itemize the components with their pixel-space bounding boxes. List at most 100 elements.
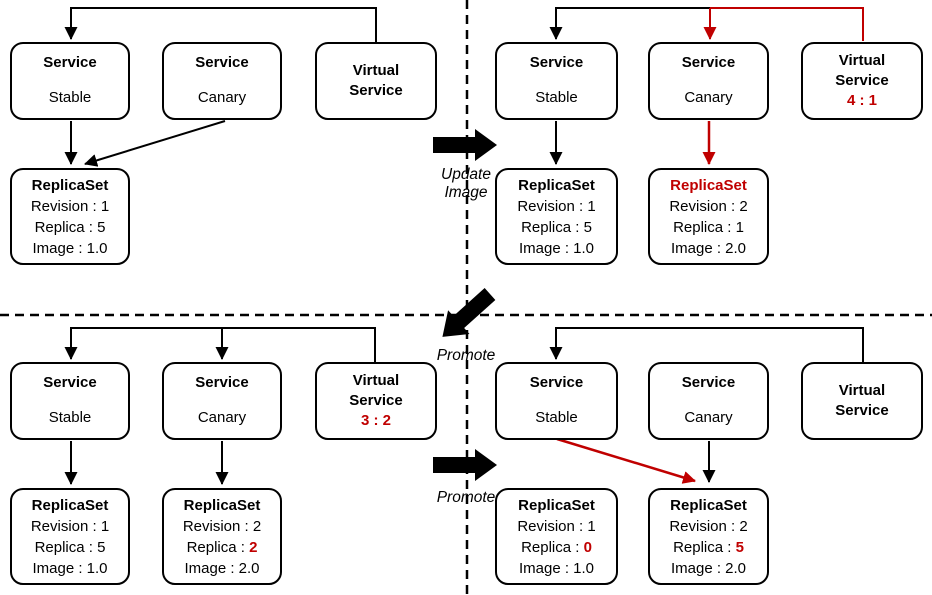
row-label: Image : bbox=[518, 239, 574, 257]
p4-replicaset-2-title: ReplicaSet bbox=[670, 496, 747, 514]
p4-service-canary-title: Service bbox=[681, 374, 736, 391]
p3-virtual-service-ratio: 3 : 2 bbox=[360, 412, 391, 429]
p4-service-stable-box: Service Stable bbox=[495, 362, 618, 440]
row-label: Image : bbox=[184, 559, 239, 577]
p2-replicaset-1-image: Image : 1.0 bbox=[519, 238, 594, 259]
p2-virtual-service-title: Virtual Service bbox=[835, 52, 889, 89]
promote-label-2: Promote bbox=[436, 489, 496, 506]
p3-service-canary-subtitle: Canary bbox=[197, 409, 247, 426]
p3-replicaset-2-title: ReplicaSet bbox=[183, 496, 261, 514]
update-image-arrow-icon bbox=[433, 129, 497, 161]
p3-virtual-service-box: Virtual Service 3 : 2 bbox=[315, 362, 437, 440]
p3-replicaset-1-revision: Revision : 1 bbox=[31, 516, 109, 537]
p1-replicaset-1-box: ReplicaSet Revision : 1 Replica : 5 Imag… bbox=[10, 168, 130, 265]
row-value: 2.0 bbox=[725, 559, 747, 577]
p4-replicaset-1-image: Image : 1.0 bbox=[519, 558, 594, 579]
p1-virtual-service-title: Virtual Service bbox=[349, 62, 403, 99]
row-value: 1.0 bbox=[86, 239, 108, 257]
p4-service-stable-title: Service bbox=[529, 374, 584, 391]
row-value: 2 bbox=[249, 538, 258, 556]
p2-replicaset-1-revision: Revision : 1 bbox=[517, 196, 595, 217]
row-label: Revision : bbox=[517, 197, 588, 215]
p2-replicaset-1-replica: Replica : 5 bbox=[521, 217, 592, 238]
p4-replicaset-1-replica: Replica : 0 bbox=[521, 537, 592, 558]
p2-virtual-service-box: Virtual Service 4 : 1 bbox=[801, 42, 923, 120]
row-value: 2 bbox=[739, 517, 748, 535]
row-label: Revision : bbox=[669, 197, 740, 215]
p1-replicaset-1-image: Image : 1.0 bbox=[32, 238, 107, 259]
promote-right-arrow-icon bbox=[433, 449, 497, 481]
row-value: 2.0 bbox=[238, 559, 260, 577]
p4-replicaset-2-image: Image : 2.0 bbox=[671, 558, 746, 579]
row-value: 1 bbox=[587, 197, 596, 215]
row-label: Image : bbox=[32, 239, 87, 257]
row-label: Replica : bbox=[34, 218, 98, 236]
p3-replicaset-1-box: ReplicaSet Revision : 1 Replica : 5 Imag… bbox=[10, 488, 130, 585]
p3-service-canary-box: Service Canary bbox=[162, 362, 282, 440]
row-value: 5 bbox=[97, 538, 106, 556]
update-image-label: Update Image bbox=[441, 166, 491, 201]
row-label: Revision : bbox=[30, 517, 101, 535]
row-value: 2 bbox=[252, 517, 262, 535]
p3-replicaset-2-image: Image : 2.0 bbox=[184, 558, 259, 579]
row-label: Revision : bbox=[30, 197, 101, 215]
p4-replicaset-2-revision: Revision : 2 bbox=[669, 516, 747, 537]
p1-service-canary-subtitle: Canary bbox=[197, 89, 247, 106]
p2-service-canary-subtitle: Canary bbox=[684, 89, 733, 106]
p3-service-stable-title: Service bbox=[43, 374, 97, 391]
p2-replicaset-2-title: ReplicaSet bbox=[670, 176, 747, 194]
p1-service-canary-box: Service Canary bbox=[162, 42, 282, 120]
row-label: Replica : bbox=[34, 538, 98, 556]
p2-virtual-service-ratio: 4 : 1 bbox=[846, 92, 877, 109]
p4-virtual-service-title: Virtual Service bbox=[835, 382, 889, 419]
p3-replicaset-1-title: ReplicaSet bbox=[31, 496, 109, 514]
p3-replicaset-2-replica: Replica : 2 bbox=[187, 537, 258, 558]
p4-virtual-service-box: Virtual Service bbox=[801, 362, 923, 440]
p4-service-canary-box: Service Canary bbox=[648, 362, 769, 440]
p2-replicaset-2-box: ReplicaSet Revision : 2 Replica : 1 Imag… bbox=[648, 168, 769, 265]
row-label: Revision : bbox=[517, 517, 588, 535]
p1-service-stable-subtitle: Stable bbox=[48, 89, 92, 106]
p4-stable-to-canary-replicaset-red-arrow bbox=[556, 437, 696, 484]
p1-service-stable-box: Service Stable bbox=[10, 42, 130, 120]
p2-service-stable-subtitle: Stable bbox=[535, 89, 578, 106]
p3-replicaset-1-replica: Replica : 5 bbox=[35, 537, 106, 558]
p4-replicaset-2-replica: Replica : 5 bbox=[673, 537, 744, 558]
p1-service-stable-title: Service bbox=[43, 54, 97, 71]
p2-replicaset-2-replica: Replica : 1 bbox=[673, 217, 744, 238]
p1-vs-to-stable-connector bbox=[64, 7, 377, 42]
p3-replicaset-2-revision: Revision : 2 bbox=[183, 516, 261, 537]
row-label: Image : bbox=[518, 559, 574, 577]
row-label: Image : bbox=[32, 559, 87, 577]
p3-service-stable-subtitle: Stable bbox=[48, 409, 92, 426]
p4-service-stable-subtitle: Stable bbox=[535, 409, 578, 426]
row-label: Replica : bbox=[186, 538, 250, 556]
row-label: Image : bbox=[670, 239, 726, 257]
row-value: 1 bbox=[100, 517, 110, 535]
row-value: 5 bbox=[583, 218, 592, 236]
row-value: 1 bbox=[735, 218, 744, 236]
p2-service-canary-box: Service Canary bbox=[648, 42, 769, 120]
row-label: Image : bbox=[670, 559, 726, 577]
row-label: Revision : bbox=[182, 517, 253, 535]
p2-replicaset-2-image: Image : 2.0 bbox=[671, 238, 746, 259]
p4-replicaset-1-revision: Revision : 1 bbox=[517, 516, 595, 537]
row-value: 5 bbox=[735, 538, 744, 556]
p2-top-red-connector-to-vs bbox=[710, 7, 864, 41]
p1-canary-to-replicaset-arrow bbox=[84, 120, 226, 167]
row-value: 2 bbox=[739, 197, 748, 215]
p1-replicaset-1-revision: Revision : 1 bbox=[31, 196, 109, 217]
p3-virtual-service-title: Virtual Service bbox=[349, 372, 403, 409]
p3-service-stable-box: Service Stable bbox=[10, 362, 130, 440]
row-value: 1.0 bbox=[573, 239, 595, 257]
p1-replicaset-1-replica: Replica : 5 bbox=[35, 217, 106, 238]
p2-replicaset-1-box: ReplicaSet Revision : 1 Replica : 5 Imag… bbox=[495, 168, 618, 265]
row-value: 5 bbox=[97, 218, 106, 236]
row-value: 1.0 bbox=[86, 559, 108, 577]
row-value: 0 bbox=[583, 538, 592, 556]
row-label: Replica : bbox=[673, 538, 736, 556]
p1-replicaset-1-title: ReplicaSet bbox=[31, 176, 109, 194]
promote-diagonal-arrow-icon bbox=[442, 288, 496, 337]
